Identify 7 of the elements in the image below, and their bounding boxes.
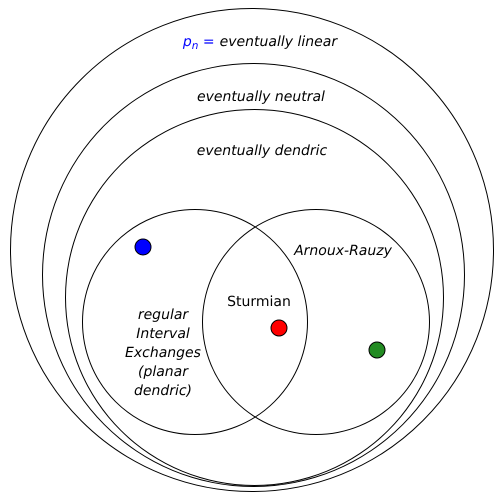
- set-label: eventually dendric: [196, 142, 328, 161]
- set-label: eventually linear: [220, 33, 338, 52]
- set-label: regular Interval Exchanges (planar dendric): [124, 306, 202, 401]
- set-label: eventually neutral: [197, 88, 325, 107]
- region-label: Sturmian: [226, 293, 292, 312]
- set-label: Arnoux-Rauzy: [294, 242, 392, 261]
- set-label: p$_{n}$ =: [182, 33, 215, 52]
